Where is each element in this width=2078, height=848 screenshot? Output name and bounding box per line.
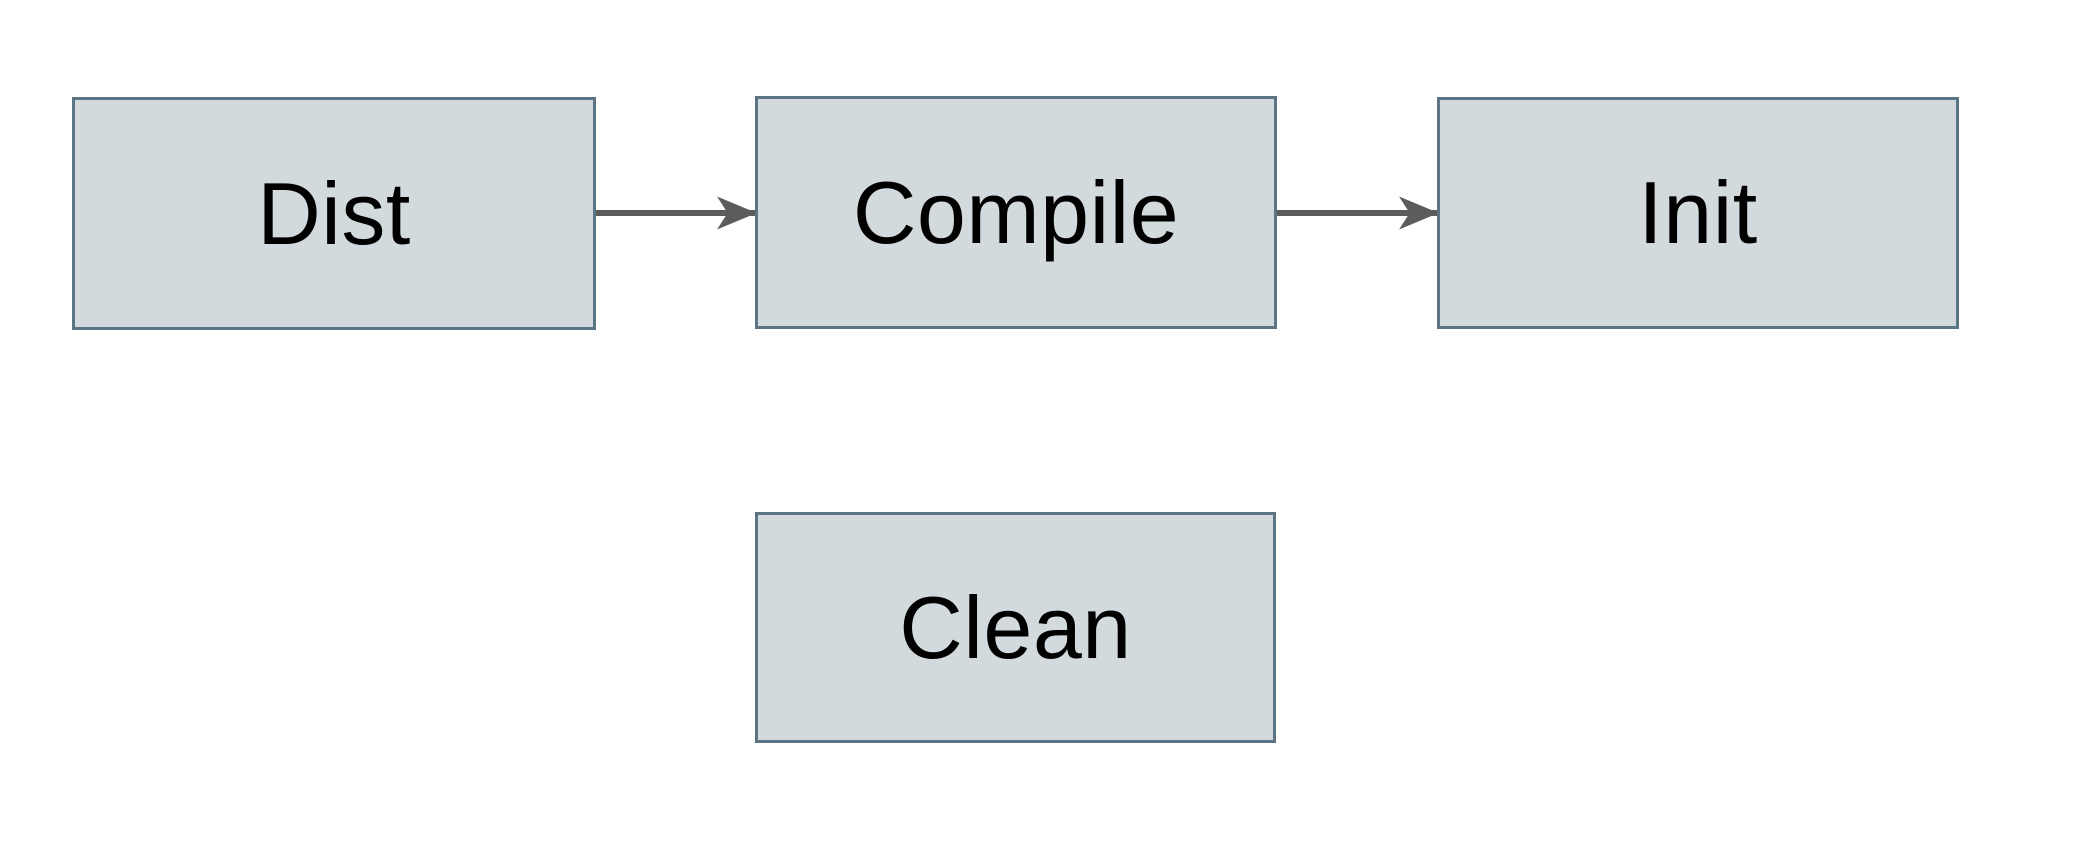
node-dist[interactable]: Dist [72,97,596,330]
node-compile[interactable]: Compile [755,96,1277,329]
node-clean-label: Clean [899,577,1132,677]
node-dist-label: Dist [257,163,411,263]
node-compile-label: Compile [852,162,1180,262]
node-clean[interactable]: Clean [755,512,1276,743]
node-init-label: Init [1638,163,1758,262]
node-init[interactable]: Init [1437,97,1959,329]
